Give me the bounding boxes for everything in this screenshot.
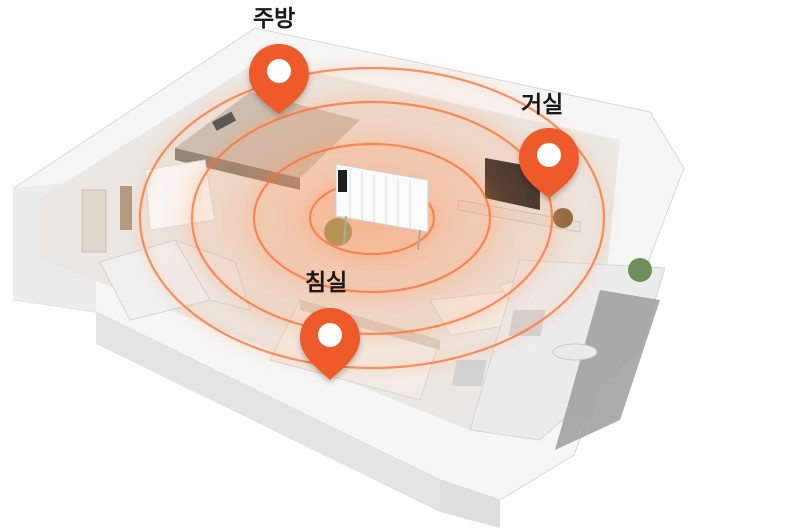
kitchen-location-pin-icon — [249, 44, 309, 114]
living-location-pin-icon — [519, 128, 579, 198]
living-room-label: 거실 — [521, 92, 564, 118]
heater-display-panel — [338, 170, 347, 192]
front-wall-face — [96, 312, 440, 512]
bedroom-label: 침실 — [305, 270, 348, 296]
front-corner-face — [440, 480, 500, 528]
heat-waves-soft — [135, 63, 609, 373]
kitchen-label: 주방 — [253, 6, 296, 32]
bedroom-location-pin-icon — [300, 308, 360, 380]
panel-heater — [335, 163, 429, 251]
left-wall-decor — [81, 186, 132, 253]
